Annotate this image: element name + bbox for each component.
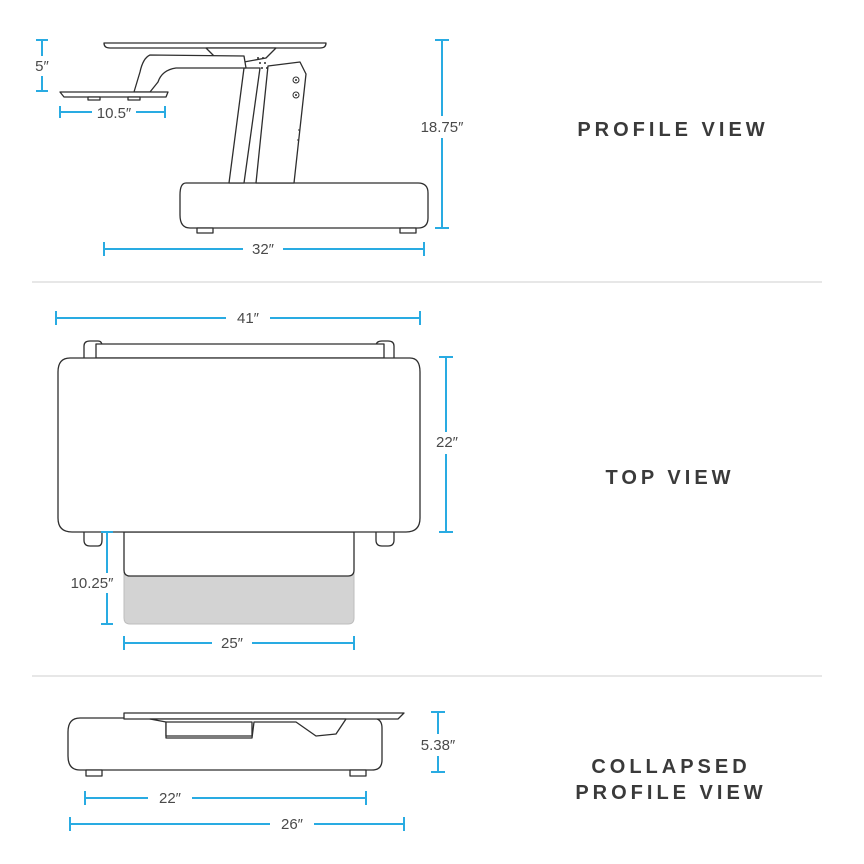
profile-dim-keyboard-depth-label: 10.5″ (97, 105, 132, 122)
top-keyboard-tray (123, 531, 355, 577)
profile-dim-keyboard-depth: 10.5″ (59, 102, 166, 122)
collapsed-foot-right (349, 769, 367, 777)
profile-dim-keyboard-drop: 5″ (30, 39, 54, 92)
collapsed-keyboard-tray (165, 721, 253, 737)
top-front-clip-right (375, 529, 395, 547)
top-dim-tray-depth: 10.25″ (64, 531, 120, 625)
top-view-title: TOP VIEW (605, 467, 734, 489)
top-dim-width-label: 41″ (237, 310, 260, 327)
collapsed-dim-base-depth-label: 22″ (159, 790, 182, 807)
profile-knob-2 (292, 91, 300, 99)
top-dim-tray-width: 25″ (123, 633, 355, 653)
profile-keyboard-tray (59, 91, 169, 98)
profile-knob-1 (292, 76, 300, 84)
top-dim-width: 41″ (55, 308, 421, 328)
top-dim-depth-label: 22″ (436, 434, 459, 451)
collapsed-base (67, 717, 383, 771)
profile-view-title: PROFILE VIEW (577, 119, 768, 141)
profile-foot-left (196, 227, 214, 234)
profile-dim-keyboard-drop-label: 5″ (35, 58, 49, 75)
collapsed-view-title-line1: COLLAPSED (591, 756, 750, 778)
profile-leg-rear (255, 61, 307, 184)
profile-dim-depth: 32″ (103, 239, 425, 259)
profile-dim-depth-label: 32″ (252, 241, 275, 258)
top-front-clip-left (83, 529, 103, 547)
top-desk-surface (57, 357, 421, 533)
collapsed-view-title-line2: PROFILE VIEW (575, 782, 766, 804)
profile-top-surface (103, 42, 327, 49)
profile-keyboard-arm (133, 54, 247, 93)
profile-dim-height: 18.75″ (418, 39, 468, 229)
top-dim-tray-width-label: 25″ (221, 635, 244, 652)
top-view: 41″ 22″ 10.25″ 25″ TOP VIEW (55, 308, 734, 653)
top-dim-tray-depth-label: 10.25″ (71, 575, 115, 592)
profile-leg-front (228, 67, 261, 184)
collapsed-dim-height-label: 5.38″ (421, 737, 456, 754)
top-rear-edge (95, 343, 385, 359)
collapsed-dim-base-depth: 22″ (84, 788, 367, 808)
collapsed-dim-overall-depth-label: 26″ (281, 816, 304, 833)
collapsed-foot-left (85, 769, 103, 777)
profile-view: 5″ 10.5″ 18.75″ 32″ PROFILE VIEW (30, 39, 768, 259)
profile-base (179, 182, 429, 229)
top-dim-depth: 22″ (430, 356, 464, 533)
profile-vent-dots (257, 57, 268, 69)
profile-dim-height-label: 18.75″ (421, 119, 465, 136)
collapsed-view: 5.38″ 22″ 26″ COLLAPSED PROFILE VIEW (67, 711, 766, 834)
collapsed-top-surface (123, 712, 405, 720)
collapsed-dim-height: 5.38″ (412, 711, 466, 773)
profile-foot-right (399, 227, 417, 234)
collapsed-dim-overall-depth: 26″ (69, 814, 405, 834)
